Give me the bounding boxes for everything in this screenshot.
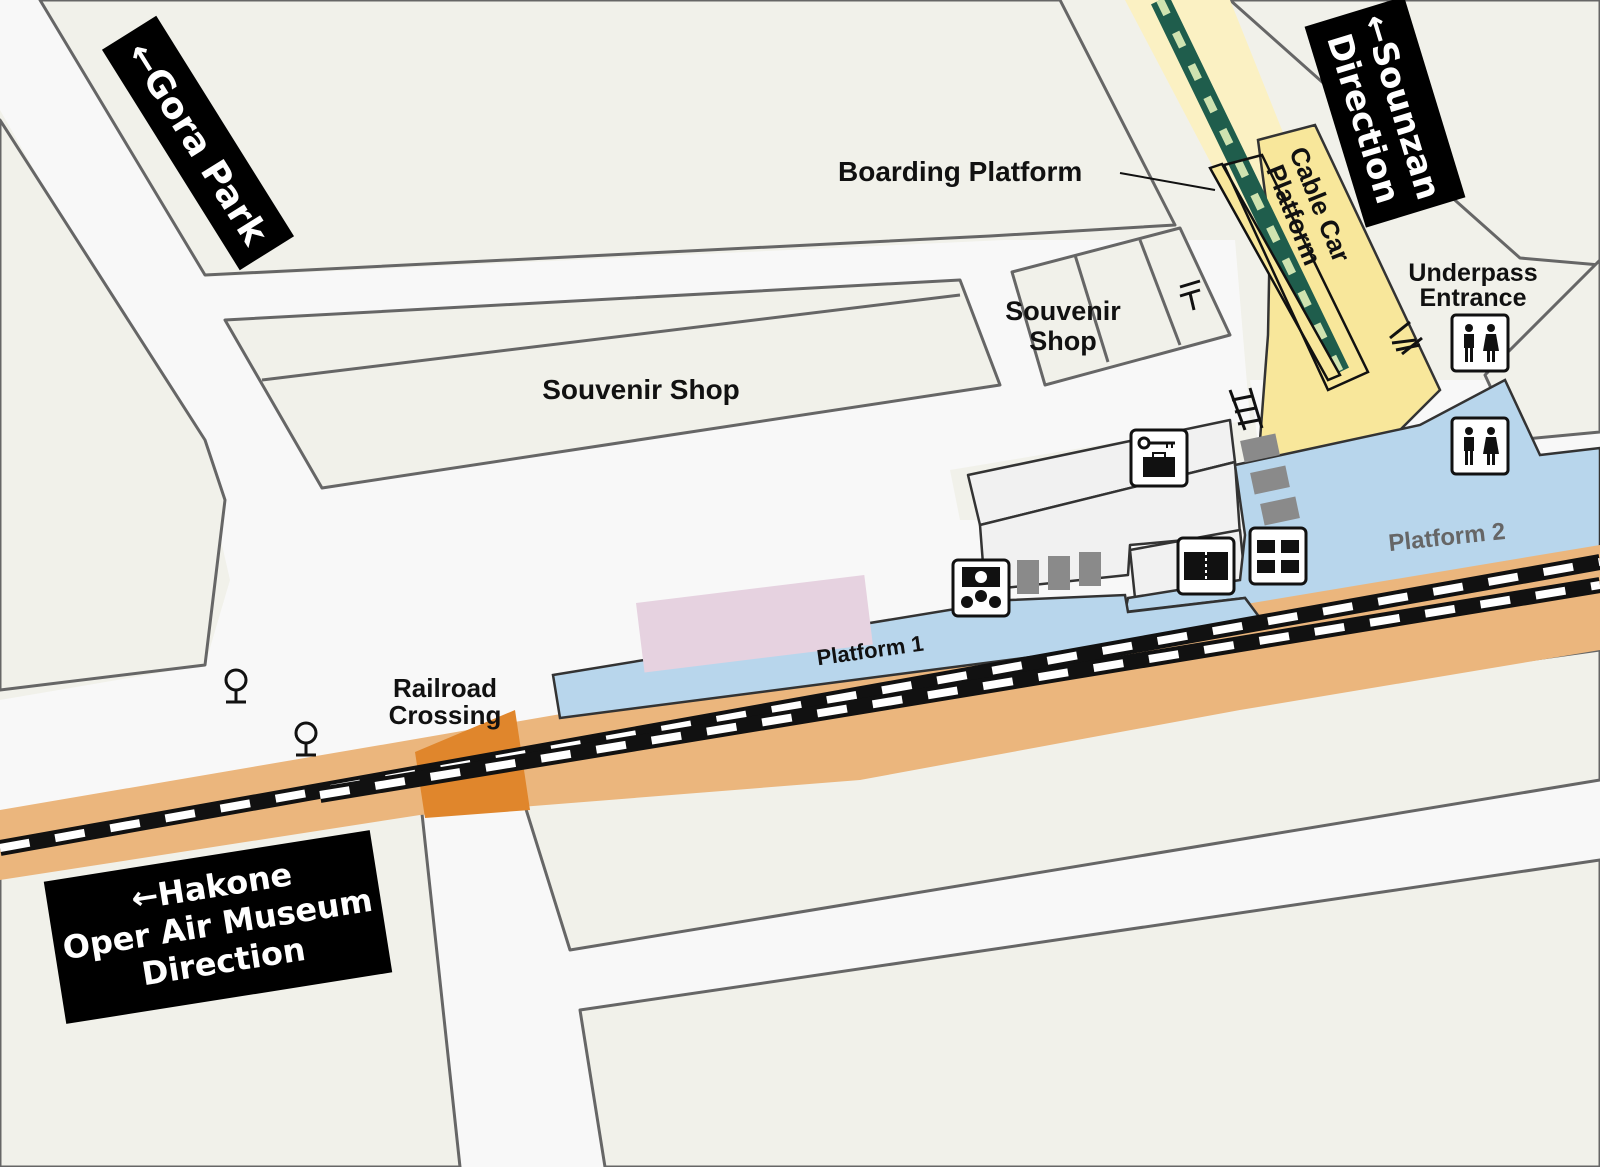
step bbox=[1017, 560, 1039, 594]
sign-hakone: ←Hakone Oper Air Museum Direction bbox=[43, 830, 393, 1024]
step bbox=[1240, 433, 1280, 463]
highlight-area bbox=[636, 574, 873, 673]
post-office-icon bbox=[1179, 279, 1201, 311]
rail-track-1-dashes bbox=[0, 558, 1600, 852]
block-top-middle bbox=[38, 0, 1177, 277]
step bbox=[1250, 465, 1290, 495]
souvenir-shop-large-block bbox=[223, 278, 1002, 490]
step bbox=[1079, 552, 1101, 586]
steps bbox=[1017, 433, 1300, 594]
step bbox=[1048, 556, 1070, 590]
step bbox=[1260, 496, 1300, 526]
luggage-storage-icon bbox=[1248, 526, 1308, 586]
label-souvenir-shop-small-line1: Souvenir bbox=[1005, 296, 1121, 326]
cable-car-track bbox=[1150, 0, 1350, 377]
rail-track-2-dashes bbox=[319, 581, 1600, 799]
coin-locker-icon bbox=[1129, 428, 1189, 488]
label-railroad-crossing-line2: Crossing bbox=[389, 700, 502, 730]
cable-car-area bbox=[1119, 0, 1442, 472]
bus-stop-icon bbox=[224, 668, 248, 704]
label-railroad-crossing-line1: Railroad bbox=[393, 673, 497, 703]
souvenir-shop-large-divider bbox=[261, 293, 961, 382]
ticket-gate-icon bbox=[1176, 536, 1236, 596]
restroom-icon bbox=[1450, 416, 1510, 476]
rail-tracks bbox=[0, 554, 1600, 856]
boarding-platform-leader bbox=[1119, 172, 1216, 191]
block-left-top bbox=[0, 118, 227, 692]
cable-car-inner-platform bbox=[1222, 153, 1370, 392]
label-souvenir-shop-small-line2: Shop bbox=[1029, 326, 1097, 356]
stairs bbox=[1228, 320, 1423, 431]
block-bottom-right bbox=[578, 858, 1600, 1167]
restroom-icon bbox=[1450, 313, 1510, 373]
souvenir-shop-small-divider-1 bbox=[1073, 254, 1110, 363]
souvenir-shop-small-divider-2 bbox=[1138, 239, 1182, 346]
label-underpass-line1: Underpass bbox=[1408, 259, 1537, 287]
boarding-platform-strip bbox=[1208, 162, 1342, 382]
platform-1 bbox=[551, 593, 1262, 720]
label-underpass-line2: Entrance bbox=[1420, 284, 1527, 312]
bus-stop-icon bbox=[294, 721, 318, 757]
fare-adjustment-icon bbox=[951, 558, 1011, 618]
souvenir-shop-small-block bbox=[1010, 226, 1232, 387]
label-boarding-platform: Boarding Platform bbox=[838, 156, 1082, 187]
label-souvenir-shop-large: Souvenir Shop bbox=[542, 374, 740, 405]
